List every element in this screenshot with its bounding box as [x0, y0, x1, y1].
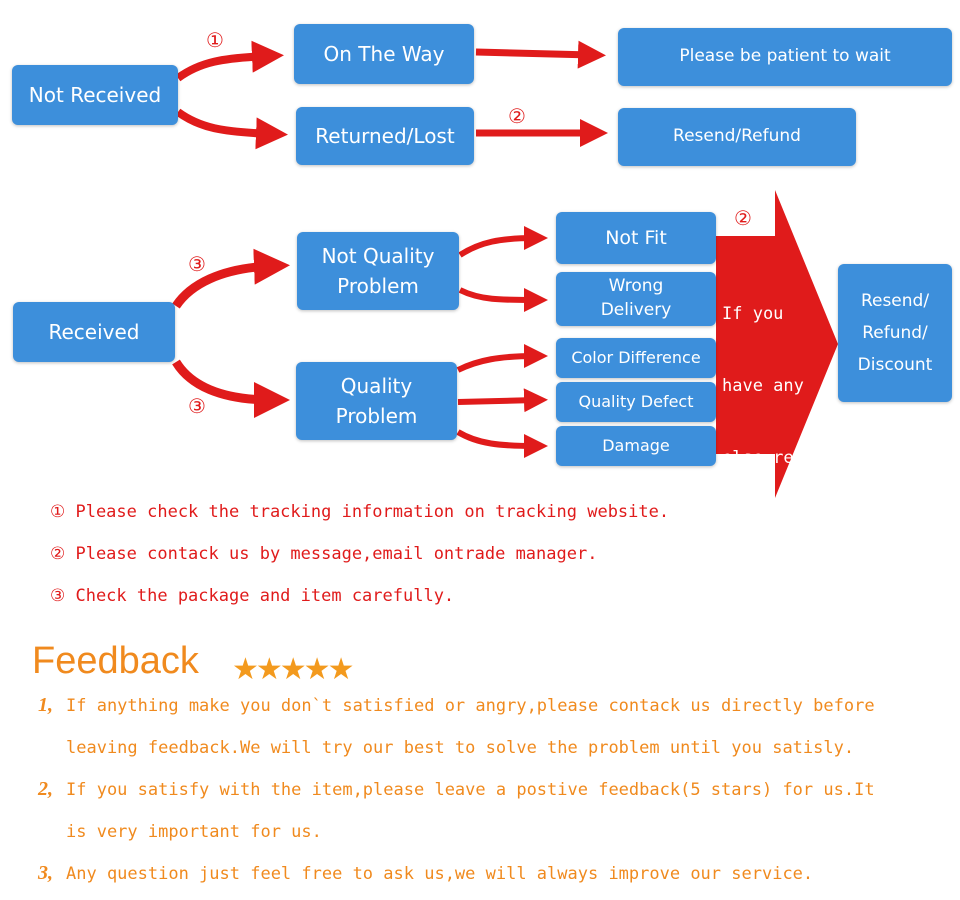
final-line-1: Resend/	[860, 290, 930, 311]
on-the-way-box: On The Way	[294, 24, 474, 84]
arrow-to-not-fit	[458, 226, 548, 258]
feedback-line: is very important for us.	[66, 822, 322, 842]
patient-label: Please be patient to wait	[679, 46, 891, 67]
marker-2-top: ②	[508, 104, 526, 128]
big-arrow-line: also tell	[722, 664, 815, 684]
quality-defect-label: Quality Defect	[578, 392, 694, 411]
received-box: Received	[13, 302, 175, 362]
arrow-received-to-not-quality	[172, 248, 290, 309]
feedback-line: Any question just feel free to ask us,we…	[66, 864, 814, 884]
feedback-line: If you satisfy with the item,please leav…	[66, 780, 875, 800]
big-arrow	[716, 190, 838, 498]
feedback-line: If anything make you don`t satisfied or …	[66, 696, 875, 716]
big-arrow-line: else re-	[722, 448, 804, 468]
arrow-not-received-to-on-the-way	[175, 40, 284, 82]
feedback-number-1: 1,	[38, 694, 53, 716]
wrong-delivery-line-2: Delivery	[600, 300, 672, 320]
arrow-received-to-quality	[172, 359, 290, 418]
quality-defect-box: Quality Defect	[556, 382, 716, 422]
note-1: ① Please check the tracking information …	[50, 502, 670, 522]
big-arrow-line: us!	[722, 736, 753, 756]
feedback-line: leaving feedback.We will try our best to…	[66, 738, 855, 758]
color-difference-box: Color Difference	[556, 338, 716, 378]
marker-3-upper: ③	[188, 252, 206, 276]
five-star-icon: ★★★★★	[232, 652, 354, 687]
arrow-not-received-to-returned	[175, 108, 288, 150]
patient-box: Please be patient to wait	[618, 28, 952, 86]
arrow-to-damage	[456, 429, 548, 458]
feedback-title: Feedback	[32, 640, 199, 682]
quality-problem-box: Quality Problem	[296, 362, 457, 440]
received-label: Received	[48, 320, 140, 344]
not-fit-label: Not Fit	[605, 226, 667, 249]
marker-3-lower: ③	[188, 394, 206, 418]
note-2: ② Please contack us by message,email ont…	[50, 544, 598, 564]
color-difference-label: Color Difference	[571, 348, 701, 367]
marker-1-top: ①	[206, 28, 224, 52]
note-3: ③ Check the package and item carefully.	[50, 586, 455, 606]
arrow-to-wrong-delivery	[458, 287, 548, 312]
returned-lost-box: Returned/Lost	[296, 107, 474, 165]
big-arrow-text: If you have any else re- quirements ,you…	[722, 254, 824, 782]
quality-line-2: Problem	[335, 404, 418, 428]
wrong-delivery-box: Wrong Delivery	[556, 272, 716, 326]
not-fit-box: Not Fit	[556, 212, 716, 264]
feedback-number-3: 3,	[38, 862, 53, 884]
big-arrow-line: ,you could	[722, 592, 825, 612]
quality-line-1: Quality	[340, 374, 413, 398]
big-arrow-line: quirements	[722, 520, 825, 540]
feedback-number-2: 2,	[38, 778, 53, 800]
arrow-to-color-difference	[456, 344, 548, 373]
returned-lost-label: Returned/Lost	[315, 124, 455, 148]
damage-box: Damage	[556, 426, 716, 466]
damage-label: Damage	[602, 436, 670, 455]
resend-refund-box: Resend/Refund	[618, 108, 856, 166]
arrow-on-the-way-to-patient	[475, 40, 606, 69]
not-received-box: Not Received	[12, 65, 178, 125]
big-arrow-line: have any	[722, 376, 804, 396]
not-quality-line-1: Not Quality	[321, 244, 435, 268]
big-arrow-line: If you	[722, 304, 784, 324]
not-quality-line-2: Problem	[337, 274, 419, 298]
arrow-to-quality-defect	[457, 388, 548, 413]
marker-2-big-arrow: ②	[734, 206, 752, 230]
final-line-3: Discount	[857, 355, 933, 376]
on-the-way-label: On The Way	[323, 42, 445, 66]
resend-refund-label: Resend/Refund	[673, 126, 801, 147]
not-received-label: Not Received	[28, 83, 162, 107]
wrong-delivery-line-1: Wrong	[608, 276, 664, 297]
resend-refund-discount-box: Resend/ Refund/ Discount	[838, 264, 952, 402]
not-quality-problem-box: Not Quality Problem	[297, 232, 459, 310]
final-line-2: Refund/	[862, 322, 928, 343]
